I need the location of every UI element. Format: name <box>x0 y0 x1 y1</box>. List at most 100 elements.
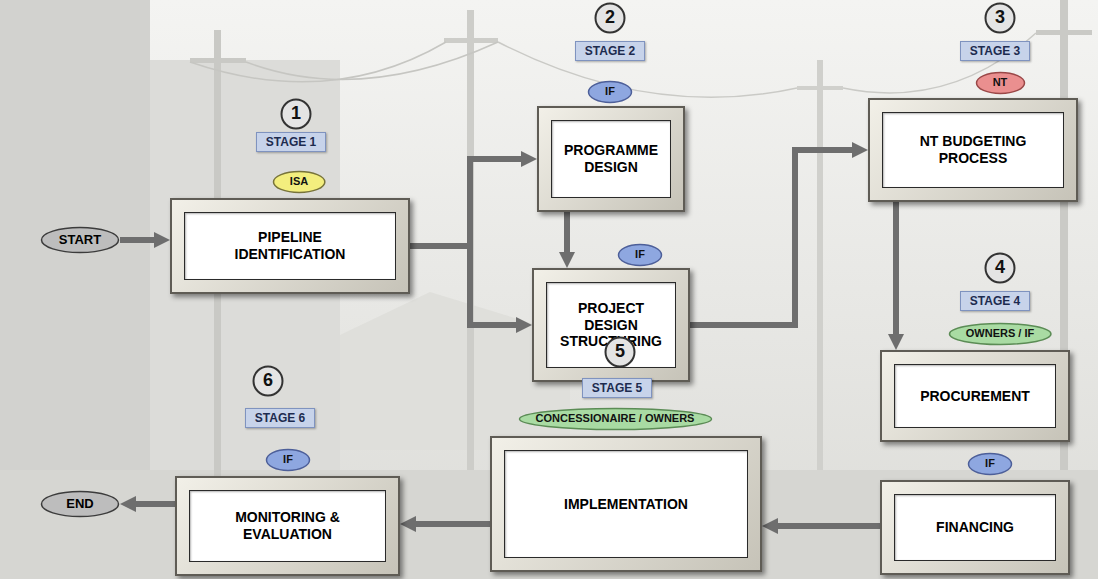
node-text: PROGRAMME DESIGN <box>561 142 661 176</box>
node-text: CONCESSIONAIRE / OWNERS <box>536 412 695 425</box>
stage-label: STAGE 1 <box>256 132 326 152</box>
node-text: IF <box>635 248 645 261</box>
process-box: FINANCING <box>880 480 1070 575</box>
node-text: PIPELINE IDENTIFICATION <box>225 229 355 263</box>
process-box: IMPLEMENTATION <box>490 436 762 572</box>
power-wire <box>498 42 797 97</box>
inner-panel: PIPELINE IDENTIFICATION <box>184 212 396 280</box>
pole-crossbar <box>444 38 498 43</box>
process-box: PROJECT DESIGN STRUCTURING <box>532 268 690 382</box>
role-oval: IF <box>587 80 633 104</box>
flow-arrow <box>410 246 516 325</box>
flow-arrow <box>690 150 852 325</box>
process-box: PIPELINE IDENTIFICATION <box>170 198 410 294</box>
node-text: IMPLEMENTATION <box>564 496 688 513</box>
role-oval: NT <box>975 71 1026 95</box>
inner-panel: FINANCING <box>894 494 1056 561</box>
stage-number-circle: 3 <box>984 2 1016 34</box>
node-text: 3 <box>995 7 1005 29</box>
flow-arrow <box>893 202 899 334</box>
node-text: NT <box>993 76 1008 89</box>
process-box: PROGRAMME DESIGN <box>537 106 685 212</box>
node-text: ISA <box>290 175 308 188</box>
node-text: STAGE 5 <box>592 381 642 395</box>
node-text: MONITORING & EVALUATION <box>223 509 353 543</box>
inner-panel: NT BUDGETING PROCESS <box>882 112 1064 188</box>
role-oval: OWNERS / IF <box>948 322 1052 346</box>
node-text: STAGE 6 <box>255 411 305 425</box>
oval-shape <box>619 245 662 266</box>
role-oval: IF <box>967 452 1013 476</box>
oval-shape <box>976 73 1024 94</box>
node-text: FINANCING <box>936 519 1014 536</box>
number-circle <box>596 4 625 33</box>
number-circle <box>606 338 635 367</box>
node-text: END <box>66 496 93 512</box>
node-text: PROCUREMENT <box>920 388 1030 405</box>
role-oval: IF <box>265 448 311 472</box>
node-text: 2 <box>605 7 615 29</box>
node-text: STAGE 4 <box>970 294 1020 308</box>
oval-shape <box>273 172 324 193</box>
oval-shape <box>42 492 119 517</box>
power-wire <box>190 42 446 82</box>
number-circle <box>986 254 1015 283</box>
pole-crossbar <box>190 58 246 63</box>
terminal-oval: START <box>40 226 120 254</box>
node-text: 6 <box>263 370 273 392</box>
oval-shape <box>949 324 1050 345</box>
flow-arrow <box>136 501 175 507</box>
flow-arrow <box>416 521 490 527</box>
terminal-oval: END <box>40 490 120 518</box>
node-text: STAGE 1 <box>266 135 316 149</box>
role-oval: CONCESSIONAIRE / OWNERS <box>518 407 713 431</box>
pole-crossbar <box>1036 30 1092 35</box>
process-box: PROCUREMENT <box>880 350 1070 442</box>
stage-number-circle: 5 <box>604 336 636 368</box>
inner-panel: IMPLEMENTATION <box>504 450 748 558</box>
power-wire <box>843 33 1036 93</box>
stage-label: STAGE 2 <box>575 41 645 61</box>
inner-panel: PROCUREMENT <box>894 364 1056 428</box>
node-text: 1 <box>291 103 301 125</box>
inner-panel: MONITORING & EVALUATION <box>189 490 386 562</box>
flow-arrow <box>410 159 521 246</box>
stage-label: STAGE 3 <box>960 41 1030 61</box>
stage-number-circle: 2 <box>594 2 626 34</box>
node-text: IF <box>985 457 995 470</box>
node-text: STAGE 2 <box>585 44 635 58</box>
node-text: IF <box>605 85 615 98</box>
inner-panel: PROGRAMME DESIGN <box>551 120 671 198</box>
flow-arrow <box>564 212 570 252</box>
oval-shape <box>42 228 119 253</box>
stage-number-circle: 6 <box>252 365 284 397</box>
stage-label: STAGE 6 <box>245 408 315 428</box>
node-text: IF <box>283 453 293 466</box>
power-wire <box>246 42 498 79</box>
oval-shape <box>969 454 1012 475</box>
pole-crossbar <box>797 86 843 90</box>
process-box: MONITORING & EVALUATION <box>175 476 400 576</box>
stage-label: STAGE 4 <box>960 291 1030 311</box>
number-circle <box>282 100 311 129</box>
node-text: 4 <box>995 257 1005 279</box>
oval-shape <box>267 450 310 471</box>
flow-arrow <box>778 523 880 529</box>
node-text: STAGE 3 <box>970 44 1020 58</box>
role-oval: ISA <box>272 170 326 194</box>
node-text: NT BUDGETING PROCESS <box>908 133 1038 167</box>
process-box: NT BUDGETING PROCESS <box>868 98 1078 202</box>
stage-label: STAGE 5 <box>582 378 652 398</box>
oval-shape <box>589 82 632 103</box>
node-text: START <box>59 232 101 248</box>
number-circle <box>986 4 1015 33</box>
power-pole <box>817 60 823 470</box>
stage-number-circle: 4 <box>984 252 1016 284</box>
stage-number-circle: 1 <box>280 98 312 130</box>
node-text: OWNERS / IF <box>966 327 1034 340</box>
node-text: 5 <box>615 341 625 363</box>
oval-shape <box>519 409 711 430</box>
flow-arrow <box>120 237 154 243</box>
